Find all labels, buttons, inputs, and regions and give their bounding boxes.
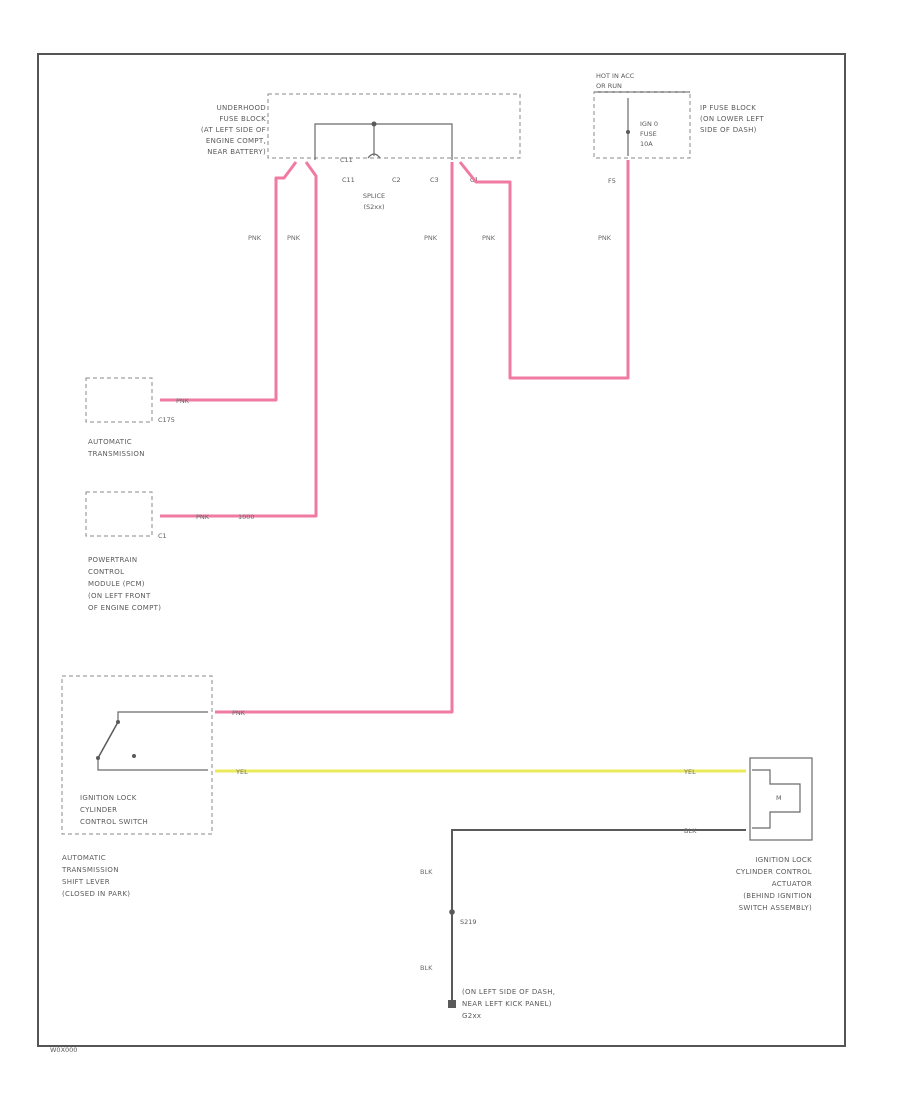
- svg-text:CONTROL SWITCH: CONTROL SWITCH: [80, 818, 148, 826]
- ip-fuse-dot: [626, 130, 630, 134]
- actuator-box: [749, 757, 813, 841]
- svg-text:10A: 10A: [640, 140, 653, 148]
- svg-text:CYLINDER CONTROL: CYLINDER CONTROL: [736, 868, 812, 876]
- svg-text:(AT LEFT SIDE OF: (AT LEFT SIDE OF: [201, 126, 266, 134]
- hot-in-acc-label: HOT IN ACC OR RUN: [596, 72, 635, 90]
- wire-pnk-to-ip-fuse: [458, 160, 630, 380]
- ground-label: (ON LEFT SIDE OF DASH, NEAR LEFT KICK PA…: [462, 988, 555, 1020]
- wire-label-yel-right: YEL: [683, 768, 696, 776]
- ip-fuse-block-label: IP FUSE BLOCK (ON LOWER LEFT SIDE OF DAS…: [700, 104, 764, 134]
- svg-text:IGNITION LOCK: IGNITION LOCK: [80, 794, 137, 802]
- svg-text:SPLICE: SPLICE: [363, 192, 385, 200]
- diagram-code: W0X000: [50, 1046, 77, 1054]
- connector-c2: C2: [392, 176, 401, 184]
- ground-terminal: [448, 1000, 456, 1008]
- svg-text:IP FUSE BLOCK: IP FUSE BLOCK: [700, 104, 756, 112]
- wire-label-blk-low: BLK: [420, 964, 433, 972]
- svg-text:TRANSMISSION: TRANSMISSION: [61, 866, 119, 874]
- svg-text:PNK: PNK: [196, 513, 210, 521]
- connector-c175: C175: [158, 416, 175, 424]
- splice-label: SPLICE (S2xx): [363, 192, 385, 211]
- svg-text:OF ENGINE COMPT): OF ENGINE COMPT): [88, 604, 161, 612]
- ground-splice-dot: [449, 909, 455, 915]
- svg-text:G2xx: G2xx: [462, 1012, 481, 1020]
- svg-text:AUTOMATIC: AUTOMATIC: [62, 854, 106, 862]
- svg-text:(CLOSED IN PARK): (CLOSED IN PARK): [62, 890, 130, 898]
- svg-text:PNK: PNK: [248, 234, 262, 242]
- svg-text:CYLINDER: CYLINDER: [80, 806, 117, 814]
- svg-text:ENGINE COMPT,: ENGINE COMPT,: [206, 137, 266, 145]
- svg-text:(ON LEFT FRONT: (ON LEFT FRONT: [88, 592, 151, 600]
- underhood-fuse-block-box: [267, 93, 521, 159]
- wire-blk-actuator-to-ground: [451, 829, 746, 1004]
- actuator-label: IGNITION LOCK CYLINDER CONTROL ACTUATOR …: [736, 856, 812, 912]
- connector-c11-lower: C11: [342, 176, 355, 184]
- svg-text:SIDE OF DASH): SIDE OF DASH): [700, 126, 757, 134]
- ignition-switch-label: IGNITION LOCK CYLINDER CONTROL SWITCH: [80, 794, 148, 826]
- svg-text:1000: 1000: [238, 513, 255, 521]
- wire-label-blk-mid: BLK: [420, 868, 433, 876]
- svg-text:PNK: PNK: [287, 234, 301, 242]
- svg-text:SHIFT LEVER: SHIFT LEVER: [62, 878, 110, 886]
- transmission-box: [85, 377, 153, 423]
- svg-text:OR RUN: OR RUN: [596, 82, 622, 90]
- ip-fuse-connector: F5: [608, 177, 616, 185]
- pcm-label: POWERTRAIN CONTROL MODULE (PCM) (ON LEFT…: [88, 556, 161, 612]
- svg-text:PNK: PNK: [482, 234, 496, 242]
- svg-text:ACTUATOR: ACTUATOR: [772, 880, 812, 888]
- diagram-frame: [37, 53, 846, 1047]
- pcm-box: [85, 491, 153, 537]
- ip-fuse-label: IGN 0 FUSE 10A: [640, 120, 658, 148]
- wire-label-blk-top: BLK: [684, 827, 697, 835]
- ignition-switch-arm: [97, 721, 119, 759]
- svg-text:SWITCH ASSEMBLY): SWITCH ASSEMBLY): [739, 904, 812, 912]
- svg-text:NEAR BATTERY): NEAR BATTERY): [207, 148, 266, 156]
- svg-text:IGN 0: IGN 0: [640, 120, 658, 128]
- svg-text:MODULE (PCM): MODULE (PCM): [88, 580, 145, 588]
- ignition-switch-contacts: [97, 711, 208, 771]
- svg-text:TRANSMISSION: TRANSMISSION: [87, 450, 145, 458]
- splice-dot: [371, 121, 377, 127]
- svg-text:HOT IN ACC: HOT IN ACC: [596, 72, 635, 80]
- svg-text:(S2xx): (S2xx): [363, 203, 384, 211]
- svg-text:FUSE BLOCK: FUSE BLOCK: [219, 115, 266, 123]
- svg-text:UNDERHOOD: UNDERHOOD: [217, 104, 266, 112]
- ip-fuse-block-box: [593, 91, 691, 159]
- svg-text:NEAR LEFT KICK PANEL): NEAR LEFT KICK PANEL): [462, 1000, 552, 1008]
- ignition-switch-contact-dot: [132, 754, 136, 758]
- svg-text:(ON LOWER LEFT: (ON LOWER LEFT: [700, 115, 764, 123]
- svg-text:(BEHIND IGNITION: (BEHIND IGNITION: [743, 892, 812, 900]
- wire-pnk-to-transmission: [160, 161, 298, 402]
- svg-text:POWERTRAIN: POWERTRAIN: [88, 556, 137, 564]
- ignition-switch-pivot: [116, 720, 120, 724]
- svg-text:PNK: PNK: [598, 234, 612, 242]
- svg-text:PNK: PNK: [176, 397, 190, 405]
- wire-pnk-to-pcm: [160, 161, 318, 518]
- underhood-fuse-block-label: UNDERHOOD FUSE BLOCK (AT LEFT SIDE OF EN…: [201, 104, 266, 156]
- svg-text:PNK: PNK: [232, 709, 246, 717]
- connector-c3: C3: [430, 176, 439, 184]
- svg-text:CONTROL: CONTROL: [88, 568, 124, 576]
- actuator-symbol: M: [776, 794, 782, 802]
- shift-lever-label: AUTOMATIC TRANSMISSION SHIFT LEVER (CLOS…: [61, 854, 130, 898]
- wire-labels-pnk: PNK PNK PNK PNK PNK PNK PNK 1000 PNK: [176, 234, 612, 717]
- svg-text:FUSE: FUSE: [640, 130, 657, 138]
- wire-label-yel-left: YEL: [235, 768, 248, 776]
- svg-text:AUTOMATIC: AUTOMATIC: [88, 438, 132, 446]
- svg-text:(ON LEFT SIDE OF DASH,: (ON LEFT SIDE OF DASH,: [462, 988, 555, 996]
- svg-text:IGNITION LOCK: IGNITION LOCK: [755, 856, 812, 864]
- ignition-switch-pivot-b: [96, 756, 100, 760]
- splice-ground-symbol: [367, 153, 381, 159]
- fuse-block-busbar: [314, 123, 453, 160]
- svg-text:PNK: PNK: [424, 234, 438, 242]
- transmission-label: AUTOMATIC TRANSMISSION: [87, 438, 145, 458]
- actuator-coil: [752, 769, 801, 829]
- connector-c11: C11: [340, 156, 353, 164]
- wire-pnk-to-ignition-switch: [215, 162, 454, 714]
- ground-splice-label: S219: [460, 918, 477, 926]
- connector-pcm-c1: C1: [158, 532, 167, 540]
